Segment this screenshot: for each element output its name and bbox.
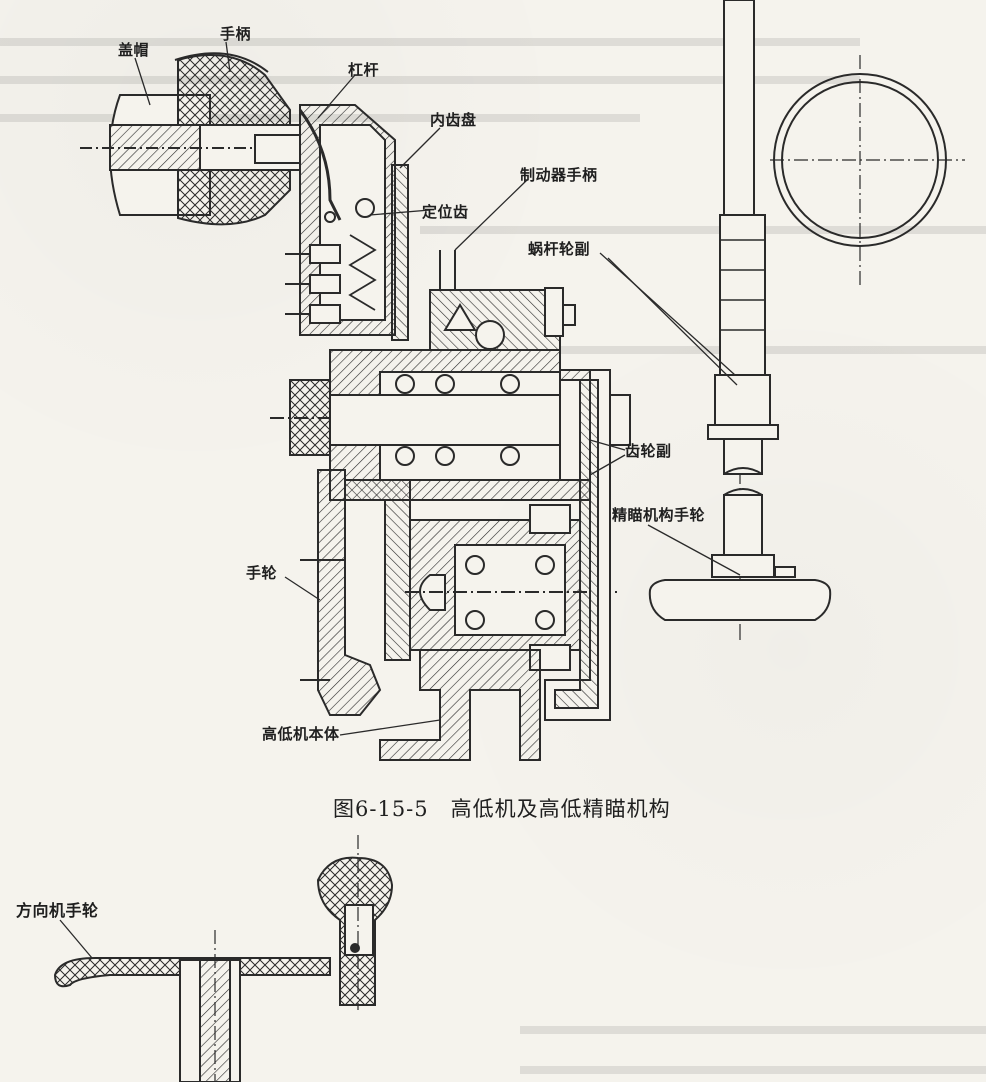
handwheel-section — [300, 469, 411, 716]
label-gear-pair: 齿轮副 — [625, 442, 672, 460]
lever-housing — [285, 104, 409, 341]
label-lever: 杠杆 — [348, 61, 380, 79]
label-handwheel: 手轮 — [246, 564, 278, 582]
ghost-text-top — [20, 30, 35, 51]
label-cap: 盖帽 — [118, 41, 150, 59]
label-fine-aim-wheel: 精瞄机构手轮 — [612, 506, 706, 524]
label-body: 高低机本体 — [262, 725, 340, 743]
traverse-wheel — [53, 835, 394, 1082]
label-worm-pair: 蜗杆轮副 — [528, 240, 591, 258]
label-inner-gear-plate: 内齿盘 — [430, 111, 477, 129]
main-shaft — [270, 349, 631, 501]
side-wheel-circle — [770, 55, 965, 285]
figure-caption: 图6-15-5 高低机及高低精瞄机构 — [333, 797, 671, 821]
body-base — [379, 649, 541, 761]
label-positioning-tooth: 定位齿 — [422, 203, 469, 221]
gear-pair-block — [405, 369, 620, 721]
label-handle: 手柄 — [220, 25, 252, 43]
fine-aim-shaft — [648, 0, 832, 640]
leader-lines — [134, 41, 741, 736]
label-brake-handle: 制动器手柄 — [520, 166, 598, 184]
worm-gear-block — [429, 250, 576, 351]
cap-knob — [80, 52, 301, 226]
label-traverse-wheel: 方向机手轮 — [16, 901, 99, 920]
